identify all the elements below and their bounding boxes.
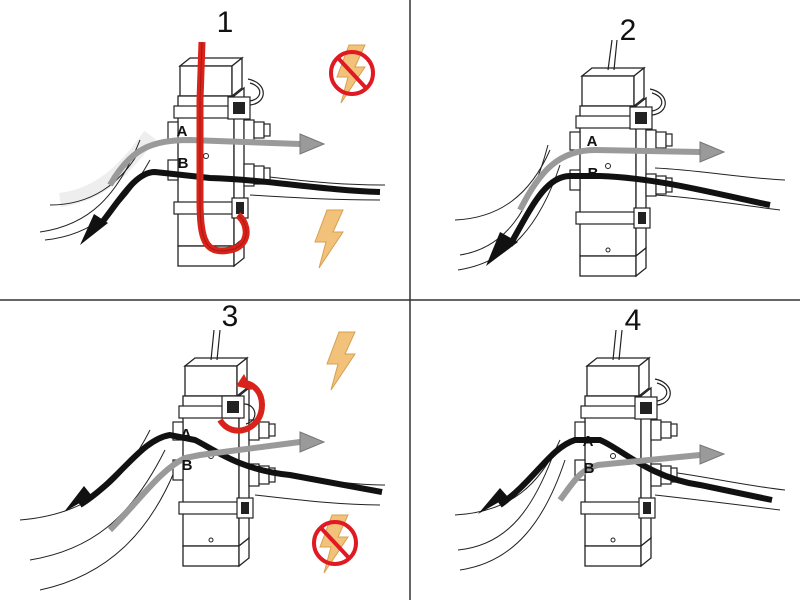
- line-b: [97, 168, 381, 227]
- rotation-arrow: [217, 380, 266, 434]
- line-a: [78, 431, 383, 508]
- line-b: [557, 452, 701, 502]
- power-icon: [314, 209, 344, 269]
- line-a: [107, 136, 301, 187]
- port-b-label: B: [584, 460, 595, 477]
- panel-number: 3: [222, 300, 239, 333]
- rotated-connector: [221, 395, 256, 425]
- no-power-icon: [314, 515, 356, 573]
- port-a-label: A: [587, 133, 598, 150]
- line-a: [517, 146, 701, 212]
- panel-4: 4 A B: [454, 304, 786, 571]
- line-b: [507, 173, 771, 247]
- port-b-label: B: [588, 165, 599, 182]
- port-b-label: B: [178, 155, 189, 172]
- port-b-label: B: [182, 457, 193, 474]
- power-icon: [326, 331, 356, 391]
- panel-1: 1 A B: [39, 6, 386, 269]
- line-b: [107, 439, 301, 533]
- port-a-label: A: [181, 426, 192, 443]
- port-a-label: A: [177, 123, 188, 140]
- panel-number: 2: [620, 14, 637, 47]
- no-power-icon: [331, 45, 373, 103]
- port-a-label: A: [583, 433, 594, 450]
- panel-3: 3 A B: [19, 300, 386, 591]
- panel-number: 1: [217, 6, 234, 39]
- panel-number: 4: [625, 304, 642, 337]
- panel-2: 2 A B: [454, 14, 786, 277]
- line-a: [498, 437, 773, 508]
